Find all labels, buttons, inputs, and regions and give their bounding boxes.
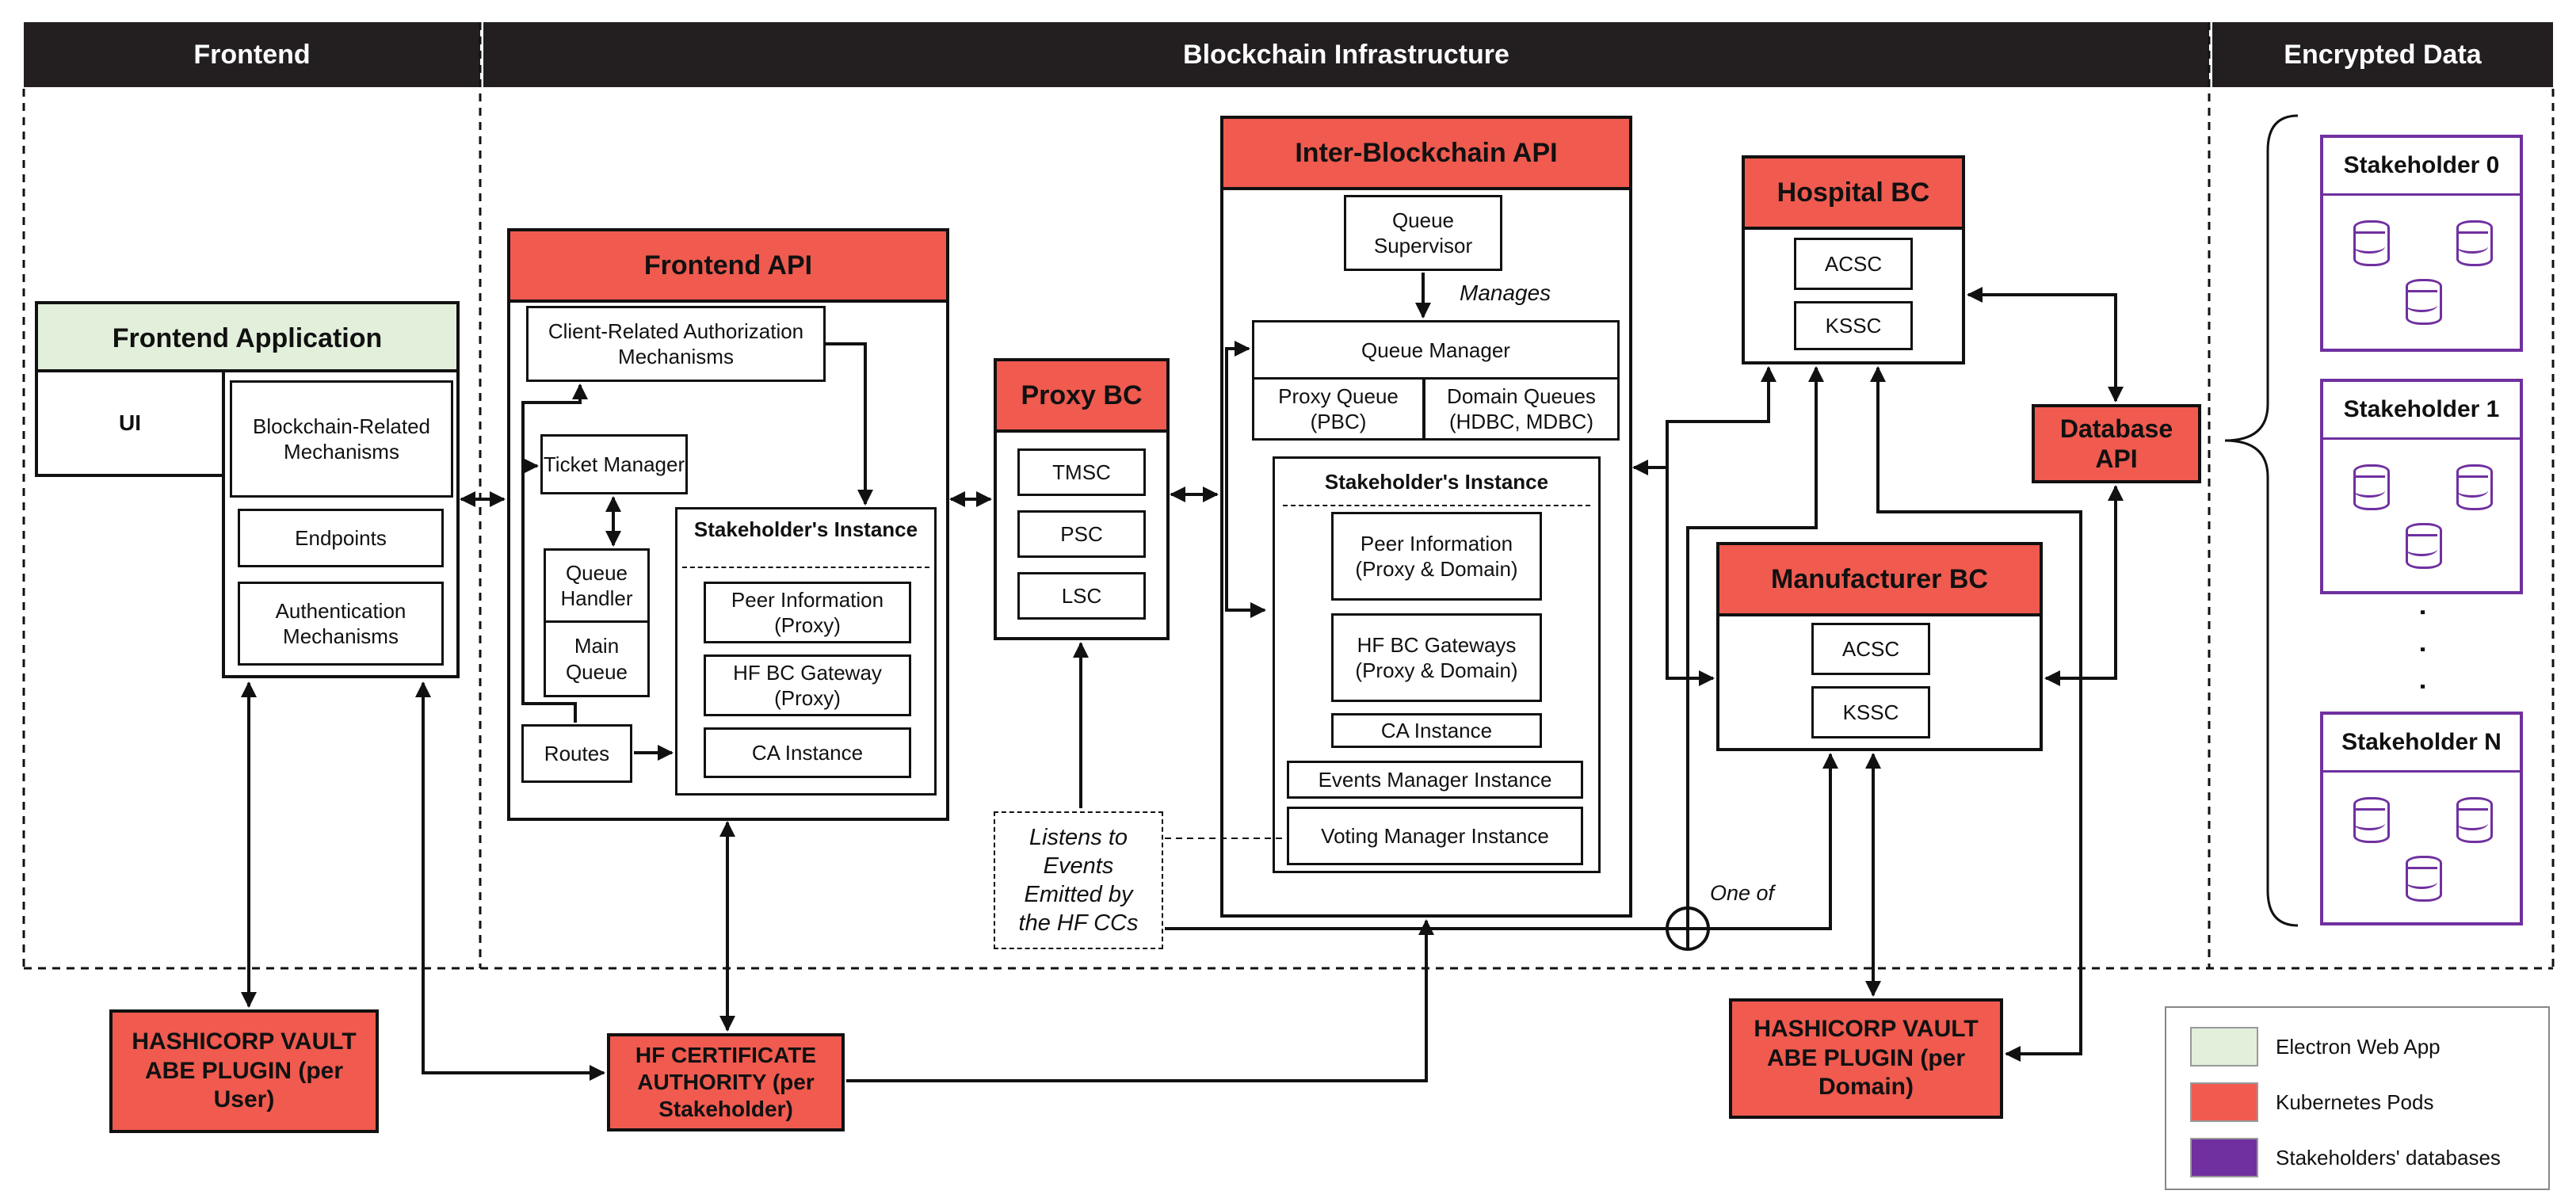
queue-supervisor-box: Queue Supervisor: [1344, 195, 1502, 271]
legend-swatch-electron: [2190, 1027, 2258, 1067]
section-blockchain-header: Blockchain Infrastructure: [483, 22, 2209, 87]
proxy-lsc-box: LSC: [1017, 572, 1146, 620]
database-icon: [2456, 220, 2493, 266]
vault-user-label: HASHICORP VAULT ABE PLUGIN (per User): [132, 1028, 357, 1113]
queue-handler-box: Queue Handler: [546, 551, 647, 623]
stakeholder-n-box: Stakeholder N: [2320, 712, 2523, 925]
stakeholders-brace: [2224, 114, 2299, 927]
one-of-label: One of: [1710, 881, 1775, 905]
frontend-gateway-box: HF BC Gateway (Proxy): [704, 654, 911, 716]
section-encrypted-header: Encrypted Data: [2212, 22, 2553, 87]
hospital-acsc-box: ACSC: [1794, 238, 1913, 290]
client-auth-box: Client-Related Authorization Mechanisms: [526, 306, 826, 382]
database-icon: [2406, 856, 2442, 902]
listens-note-text: Listens to Events Emitted by the HF CCs: [1018, 824, 1139, 937]
authentication-mechanisms-box: Authentication Mechanisms: [238, 582, 444, 666]
queue-stack: Queue Handler Main Queue: [544, 548, 650, 697]
domain-queues-box: Domain Queues (HDBC, MDBC): [1423, 377, 1620, 441]
legend-swatch-kubernetes: [2190, 1082, 2258, 1122]
legend-label-electron: Electron Web App: [2276, 1035, 2441, 1059]
proxy-tmsc-box: TMSC: [1017, 448, 1146, 496]
hospital-bc-title: Hospital BC: [1745, 158, 1962, 230]
database-icon: [2353, 220, 2390, 266]
legend: Electron Web App Kubernetes Pods Stakeho…: [2165, 1006, 2550, 1190]
frontend-peer-info-box: Peer Information (Proxy): [704, 582, 911, 643]
legend-swatch-databases: [2190, 1138, 2258, 1177]
hf-ca-box: HF CERTIFICATE AUTHORITY (per Stakeholde…: [607, 1033, 845, 1131]
ui-box: UI: [35, 369, 225, 477]
proxy-bc-title: Proxy BC: [997, 361, 1166, 433]
ui-label: UI: [119, 410, 141, 435]
vault-user-box: HASHICORP VAULT ABE PLUGIN (per User): [109, 1009, 379, 1133]
frontend-api-title: Frontend API: [510, 231, 946, 303]
legend-label-databases: Stakeholders' databases: [2276, 1146, 2501, 1170]
proxy-psc-box: PSC: [1017, 510, 1146, 558]
stakeholder-1-title: Stakeholder 1: [2323, 382, 2520, 440]
database-icon: [2406, 279, 2442, 325]
database-icon: [2456, 464, 2493, 510]
stakeholder-0-title: Stakeholder 0: [2323, 138, 2520, 196]
inter-gateways-box: HF BC Gateways (Proxy & Domain): [1331, 613, 1542, 702]
database-icon: [2406, 523, 2442, 569]
section-encrypted-label: Encrypted Data: [2284, 39, 2482, 70]
database-icon: [2456, 797, 2493, 843]
inter-peer-info-box: Peer Information (Proxy & Domain): [1331, 512, 1542, 601]
main-queue-box: Main Queue: [565, 634, 628, 684]
endpoints-box: Endpoints: [238, 509, 444, 567]
section-blockchain-label: Blockchain Infrastructure: [1183, 39, 1509, 70]
inter-ca-box: CA Instance: [1331, 713, 1542, 748]
database-api-box: Database API: [2032, 404, 2201, 483]
legend-label-kubernetes: Kubernetes Pods: [2276, 1090, 2434, 1114]
stakeholder-ellipsis: . . .: [2414, 609, 2444, 702]
stakeholder-1-box: Stakeholder 1: [2320, 379, 2523, 594]
events-manager-box: Events Manager Instance: [1287, 761, 1583, 799]
section-frontend-label: Frontend: [193, 39, 311, 70]
inter-blockchain-api-title: Inter-Blockchain API: [1223, 119, 1629, 190]
manages-label: Manages: [1460, 280, 1551, 305]
database-api-label: Database API: [2059, 414, 2173, 473]
hospital-kssc-box: KSSC: [1794, 301, 1913, 350]
stakeholder-0-box: Stakeholder 0: [2320, 135, 2523, 352]
frontend-stakeholder-title: Stakeholder's Instance: [682, 509, 929, 568]
blockchain-mechanisms-box: Blockchain-Related Mechanisms: [230, 380, 453, 498]
voting-manager-box: Voting Manager Instance: [1287, 807, 1583, 865]
ticket-manager-box: Ticket Manager: [540, 434, 688, 494]
database-icon: [2353, 464, 2390, 510]
section-frontend-header: Frontend: [24, 22, 480, 87]
frontend-ca-box: CA Instance: [704, 727, 911, 778]
inter-stakeholder-title: Stakeholder's Instance: [1283, 459, 1590, 506]
hf-ca-label: HF CERTIFICATE AUTHORITY (per Stakeholde…: [635, 1042, 817, 1122]
queue-manager-box: Queue Manager: [1252, 320, 1620, 380]
listens-note: Listens to Events Emitted by the HF CCs: [994, 811, 1163, 949]
stakeholder-n-title: Stakeholder N: [2323, 715, 2520, 773]
database-icon: [2353, 797, 2390, 843]
